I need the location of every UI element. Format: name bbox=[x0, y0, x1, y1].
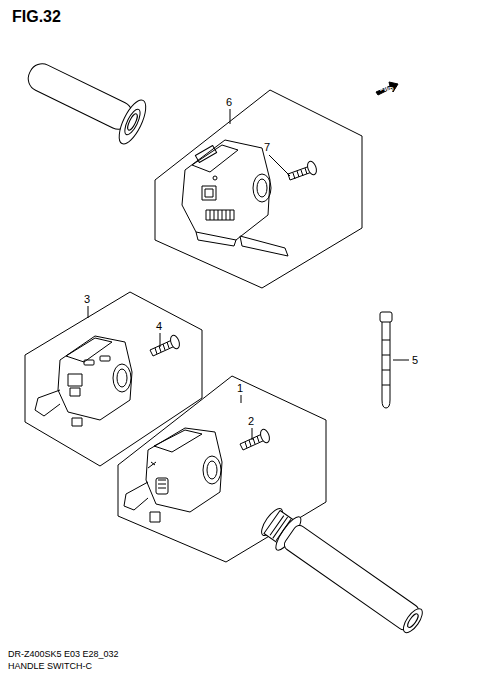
switch-housing bbox=[124, 428, 222, 522]
callout-number: 6 bbox=[226, 96, 232, 108]
part-box bbox=[155, 90, 362, 288]
callout-number: 2 bbox=[248, 415, 254, 427]
figure-caption: HANDLE SWITCH-C bbox=[8, 662, 92, 672]
fwd-arrow-icon bbox=[376, 82, 398, 95]
callout-number: 5 bbox=[412, 354, 418, 366]
screw bbox=[288, 160, 318, 180]
screw bbox=[240, 428, 271, 450]
figure-title: FIG.32 bbox=[12, 8, 61, 26]
cable-tie bbox=[380, 312, 392, 408]
screw bbox=[150, 334, 181, 356]
switch-housing bbox=[35, 336, 132, 426]
callout-number: 3 bbox=[84, 293, 90, 305]
handle-grip bbox=[19, 50, 151, 147]
fwd-mark: FWD bbox=[380, 86, 394, 93]
handle-grip bbox=[256, 502, 430, 640]
drawing-code: DR-Z400SK5 E03 E28_032 bbox=[8, 650, 119, 660]
callout-number: 1 bbox=[237, 382, 243, 394]
leader-line bbox=[88, 109, 409, 440]
callout-number: 7 bbox=[264, 141, 270, 153]
callout-number: 4 bbox=[156, 320, 162, 332]
